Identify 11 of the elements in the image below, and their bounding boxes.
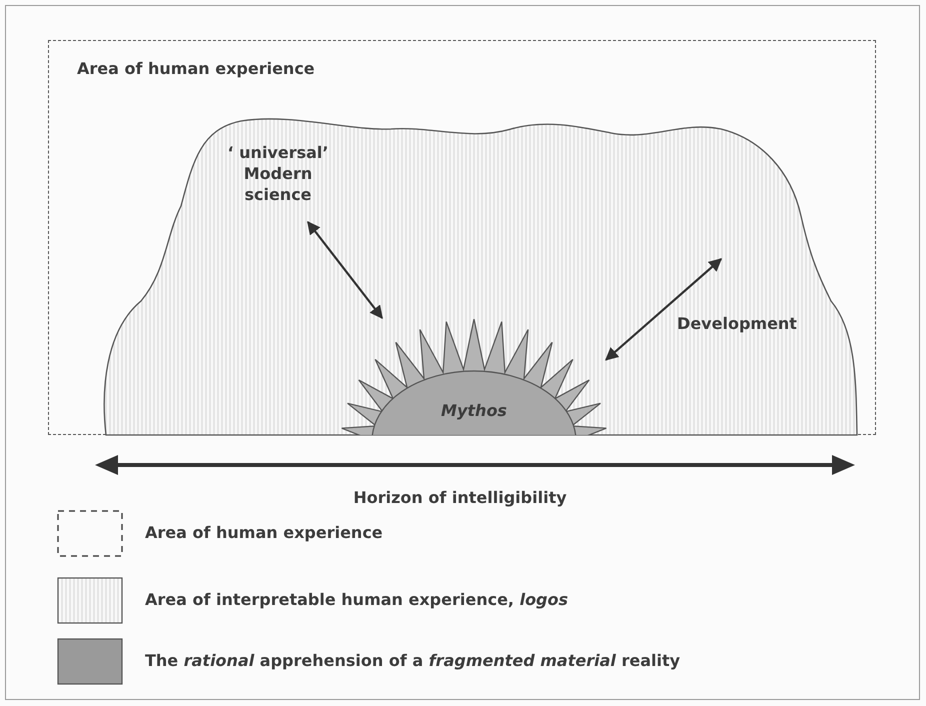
area-heading: Area of human experience xyxy=(77,59,315,80)
double-arrow xyxy=(307,220,383,320)
dashed-area-box xyxy=(48,40,876,435)
horizon-label: Horizon of intelligibility xyxy=(352,488,568,509)
legend-text: The rational apprehension of a fragmented material reality xyxy=(145,651,680,670)
concept-label: ‘ universal’ Modern science xyxy=(213,143,343,223)
legend-text: Area of human experience xyxy=(145,523,383,542)
legend-text: Area of interpretable human experience, logos xyxy=(145,590,568,609)
mythos-label: Mythos xyxy=(440,401,508,422)
double-arrow xyxy=(605,258,722,361)
concept-label: Development xyxy=(669,314,805,340)
